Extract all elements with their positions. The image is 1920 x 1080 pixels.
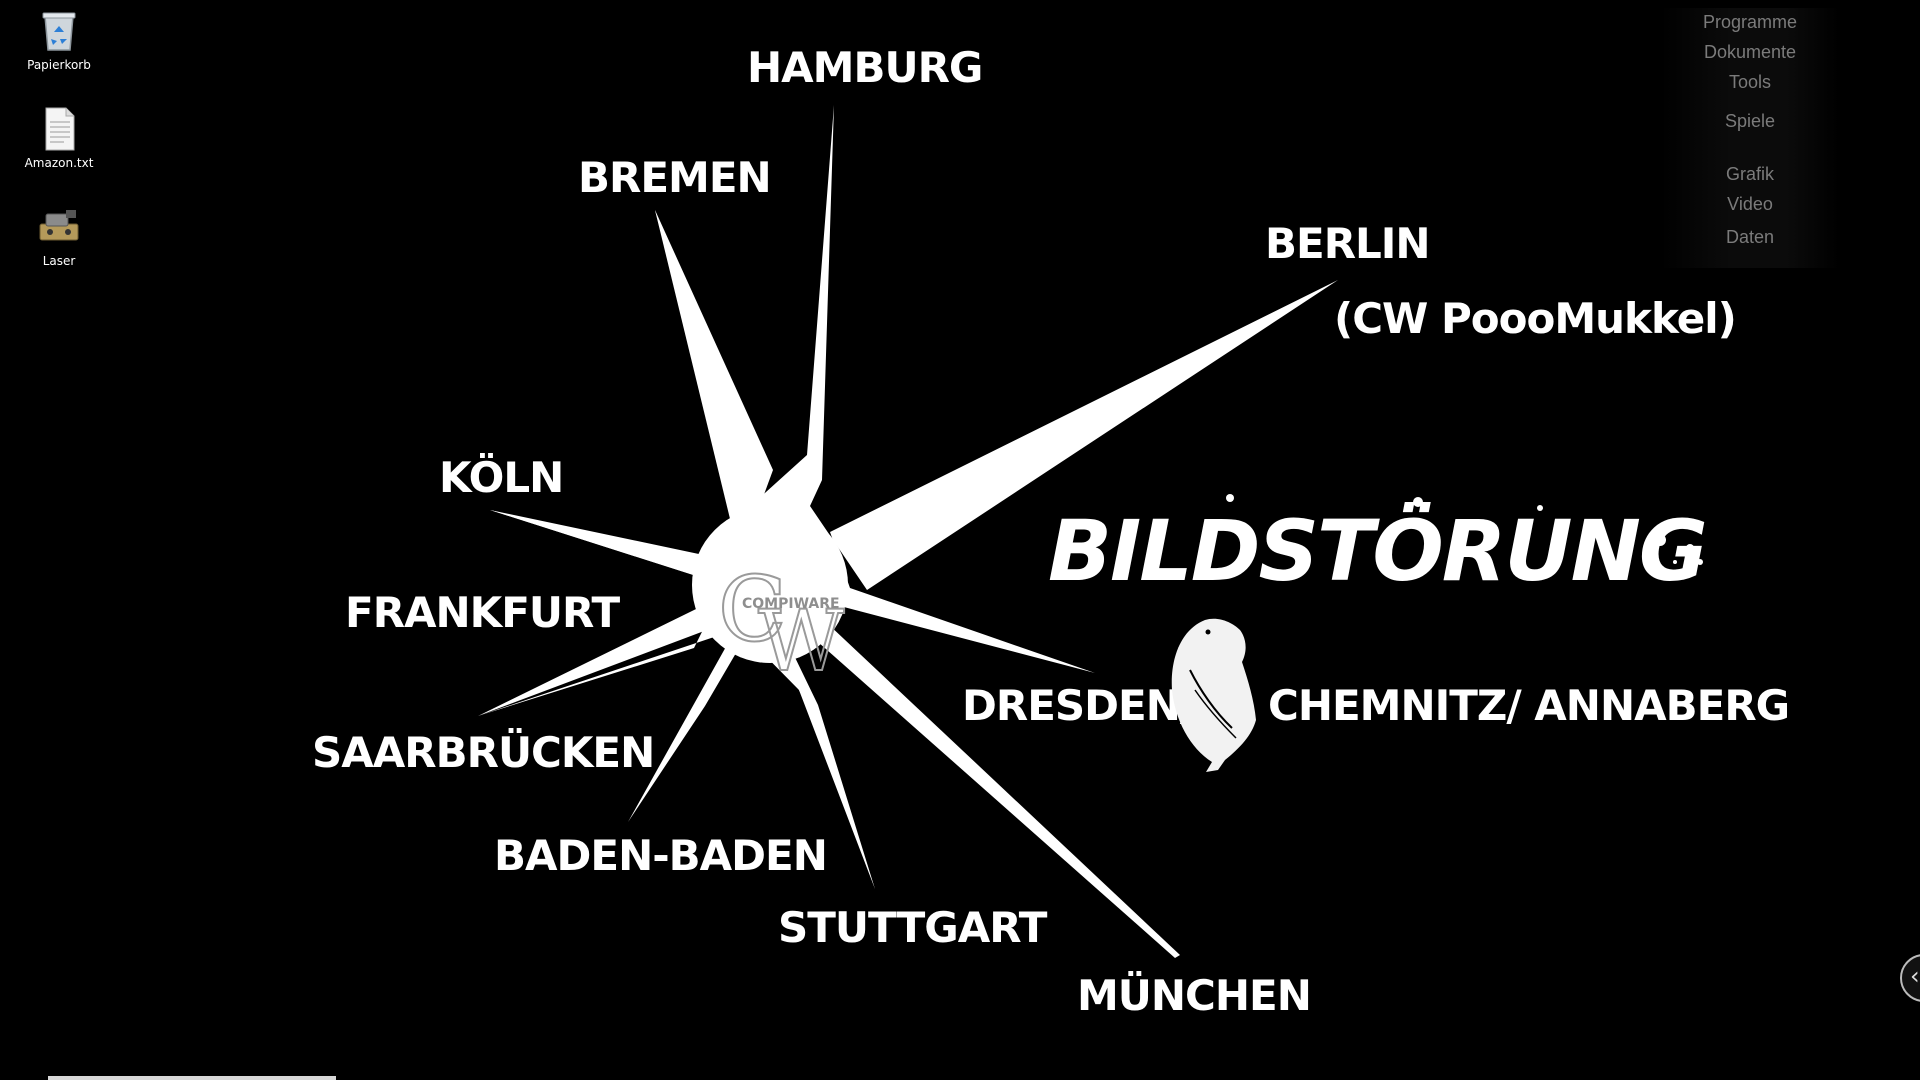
chevron-left-icon: ‹ xyxy=(1910,962,1920,990)
menu-item-video[interactable]: Video xyxy=(1727,194,1773,214)
menu-item-dokumente[interactable]: Dokumente xyxy=(1703,42,1797,62)
city-berlin-note: (CW PoooMukkel) xyxy=(1334,294,1736,343)
city-berlin: BERLIN xyxy=(1265,219,1430,268)
city-dresden: DRESDEN/ xyxy=(962,681,1196,730)
text-file-icon xyxy=(45,107,75,151)
city-baden-baden: BADEN-BADEN xyxy=(494,831,827,880)
menu-item-spiele[interactable]: Spiele xyxy=(1724,111,1776,131)
logo-w: W xyxy=(758,592,845,690)
city-chemnitz-annaberg: CHEMNITZ/ ANNABERG xyxy=(1268,681,1789,730)
laser-device-icon xyxy=(39,210,79,241)
city-bremen: BREMEN xyxy=(578,153,771,202)
city-stuttgart: STUTTGART xyxy=(778,903,1048,952)
compiware-logo: C W COMPIWARE xyxy=(717,556,846,691)
city-frankfurt: FRANKFURT xyxy=(345,588,620,637)
recycle-bin-icon xyxy=(42,12,76,51)
city-saarbruecken: SAARBRÜCKEN xyxy=(312,727,654,777)
desktop-icon-label: Papierkorb xyxy=(27,58,91,72)
white-star-shape xyxy=(478,105,1338,958)
city-hamburg: HAMBURG xyxy=(747,43,982,92)
raven-icon xyxy=(1171,618,1256,772)
taskbar-strip xyxy=(48,1076,336,1080)
logo-c: C xyxy=(718,557,787,662)
desktop-icon-label: Amazon.txt xyxy=(24,156,94,170)
menu-item-grafik[interactable]: Grafik xyxy=(1725,164,1774,184)
desktop-icon-recycle-bin[interactable]: Papierkorb xyxy=(18,8,100,72)
menu-item-programme[interactable]: Programme xyxy=(1702,12,1798,32)
logo-text: COMPIWARE xyxy=(742,596,840,612)
menu-item-tools[interactable]: Tools xyxy=(1728,72,1772,92)
side-menu: Programme Dokumente Tools Spiele Grafik … xyxy=(1660,8,1840,268)
desktop-icon-laser[interactable]: Laser xyxy=(18,204,100,268)
city-muenchen: MÜNCHEN xyxy=(1077,970,1311,1020)
desktop-icon-amazon-txt[interactable]: Amazon.txt xyxy=(18,106,100,170)
headline-bildstoerung: BILDSTÖRUNG xyxy=(1048,502,1706,600)
headline-splatter xyxy=(1226,494,1703,565)
desktop-icon-label: Laser xyxy=(42,254,76,268)
menu-item-daten[interactable]: Daten xyxy=(1725,227,1775,247)
city-koeln: KÖLN xyxy=(439,452,563,502)
